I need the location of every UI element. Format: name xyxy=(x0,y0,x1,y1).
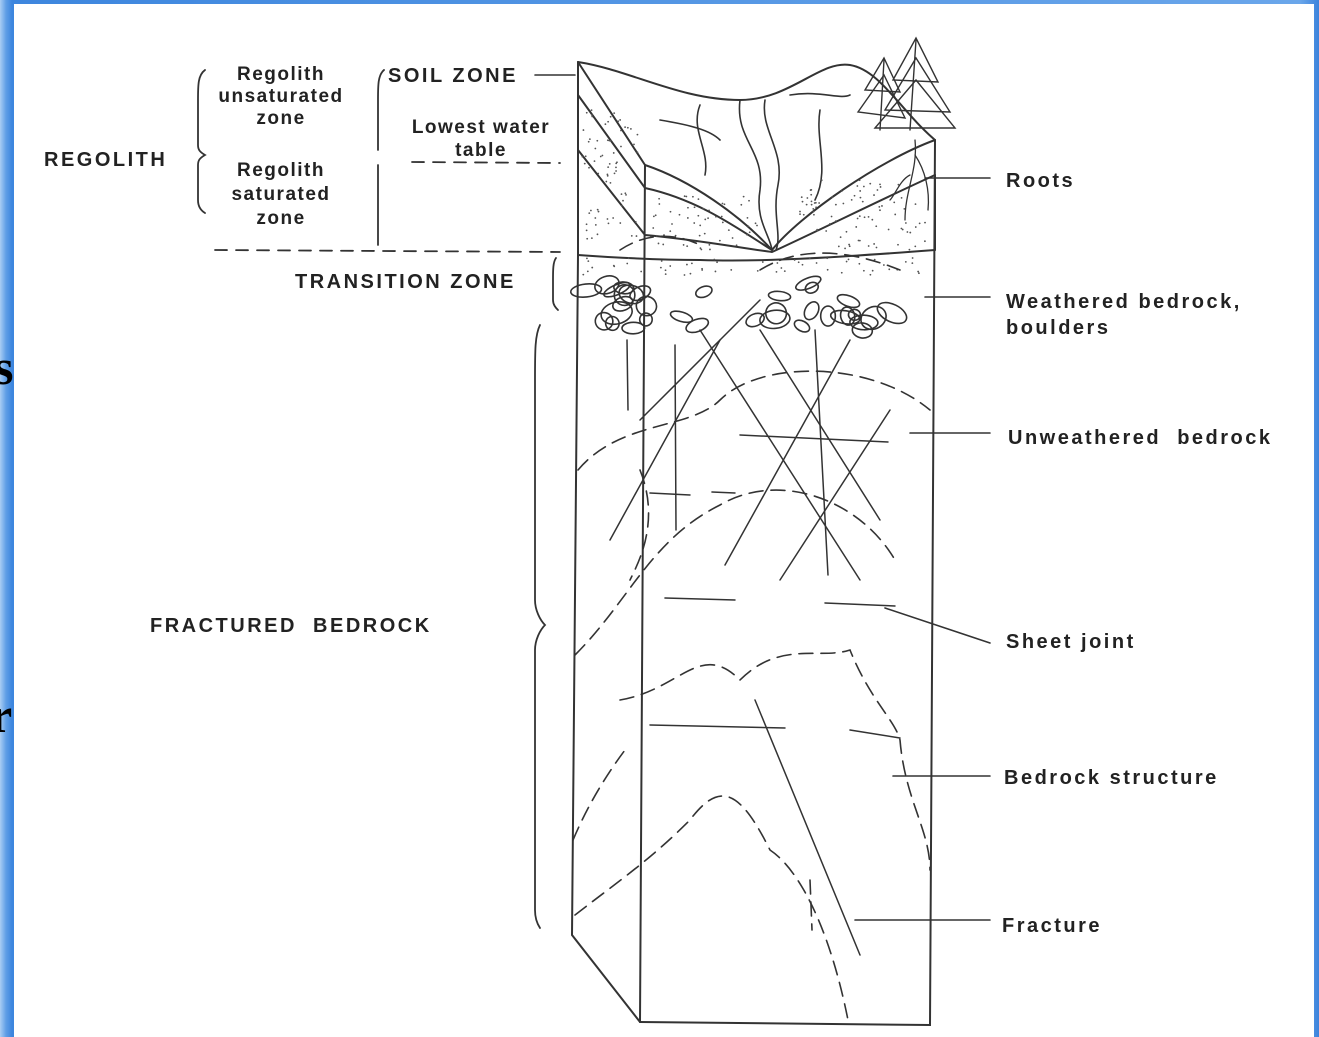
diagram-panel: REGOLITH Regolith unsaturated zone Regol… xyxy=(14,4,1314,1037)
label-weathered-bedrock: Weathered bedrock, boulders xyxy=(1006,289,1256,341)
label-regolith: REGOLITH xyxy=(44,150,167,170)
soil-stipple xyxy=(582,109,926,276)
label-roots: Roots xyxy=(1006,171,1075,191)
label-bedrock-structure: Bedrock structure xyxy=(1004,768,1219,788)
label-fracture: Fracture xyxy=(1002,916,1102,936)
slide-text-fragment-r: r xyxy=(0,690,12,740)
fracture-lines xyxy=(610,300,900,955)
tree-icon xyxy=(858,38,955,130)
label-regolith-saturated-zone: Regolith saturated zone xyxy=(206,159,356,231)
label-lowest-water-table: Lowest water table xyxy=(406,116,556,162)
label-unweathered-bedrock: Unweathered bedrock xyxy=(1008,428,1273,448)
label-regolith-unsaturated-zone: Regolith unsaturated zone xyxy=(206,64,356,130)
slide-text-fragment-s: s xyxy=(0,342,13,392)
label-sheet-joint: Sheet joint xyxy=(1006,632,1136,652)
label-fractured-bedrock: FRACTURED BEDROCK xyxy=(150,616,432,636)
label-soil-zone: SOIL ZONE xyxy=(388,66,518,86)
block-outline xyxy=(572,62,935,1025)
stream xyxy=(660,94,850,250)
boulders xyxy=(570,273,910,339)
label-transition-zone: TRANSITION ZONE xyxy=(295,272,516,292)
